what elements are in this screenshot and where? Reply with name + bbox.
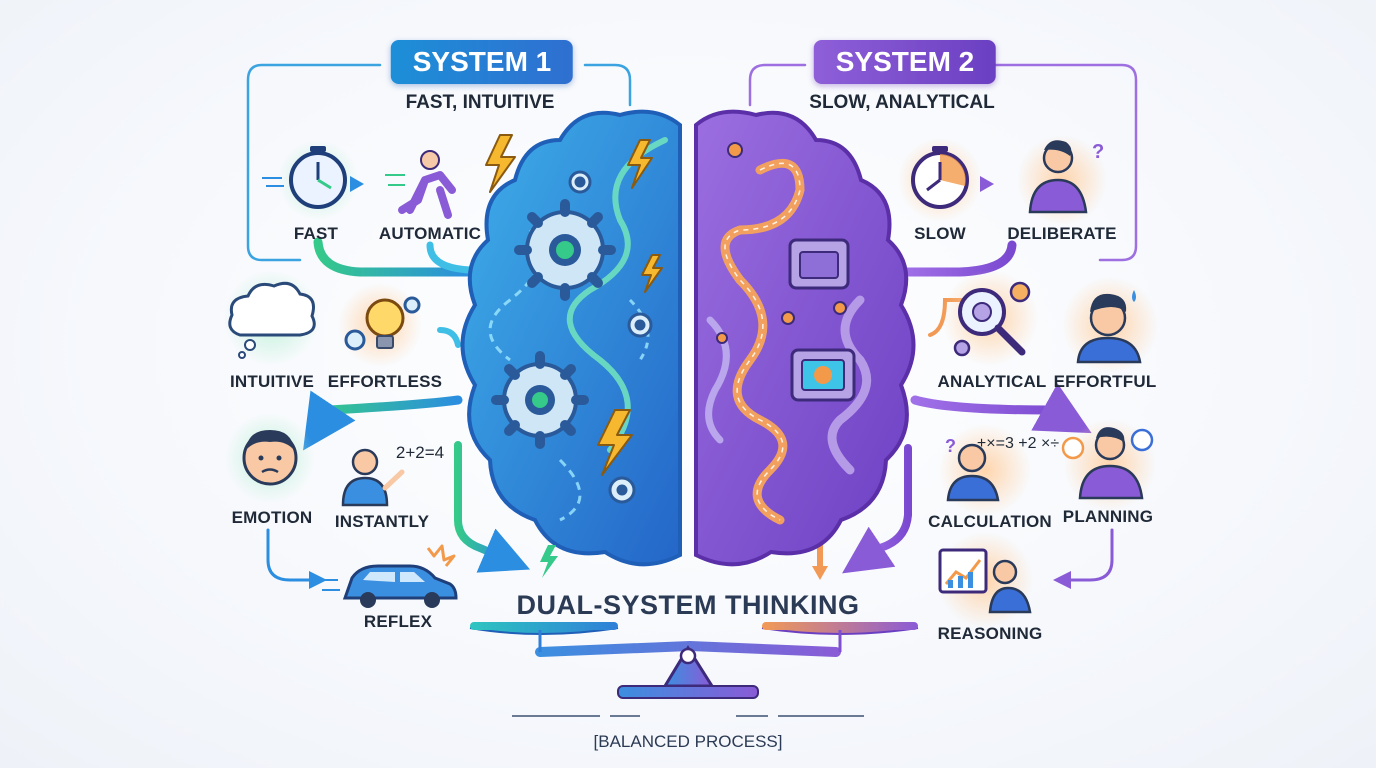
node-dot-icon <box>716 142 847 344</box>
lightbulb-gears-icon <box>338 283 422 367</box>
diagram-footer: [BALANCED PROCESS] <box>593 732 783 751</box>
trait-deliberate: DELIBERATE <box>1007 224 1117 243</box>
math-equation-text: 2+2=4 <box>396 443 444 462</box>
magnifier-gears-icon <box>942 270 1038 366</box>
svg-text:?: ? <box>1092 141 1104 163</box>
face-icon <box>225 413 315 503</box>
trait-effortless: EFFORTLESS <box>327 372 443 391</box>
trait-automatic: AUTOMATIC <box>378 224 482 243</box>
system1-flow-arrows <box>266 237 531 589</box>
person-calculating-icon: ? <box>939 424 1031 516</box>
calculation-symbols-text: +×=3 +2 ×÷ <box>977 435 1059 452</box>
machine-box-icon <box>788 238 856 402</box>
large-gear-icon <box>514 199 616 301</box>
small-gear-icon <box>568 170 653 504</box>
system1-frame-lines <box>246 63 632 262</box>
trait-fast: FAST <box>293 224 339 243</box>
green-bolt-icon <box>540 545 558 578</box>
trait-intuitive: INTUITIVE <box>230 372 314 391</box>
system2-flow-arrows <box>812 240 1114 589</box>
diagram-title: DUAL-SYSTEM THINKING <box>516 590 860 620</box>
trait-planning: PLANNING <box>1062 507 1154 526</box>
system1-badge: SYSTEM 1 <box>390 40 574 84</box>
large-gear-icon <box>491 351 589 449</box>
trait-calculation: CALCULATION <box>928 512 1052 531</box>
svg-text:?: ? <box>945 436 956 456</box>
trait-analytical: ANALYTICAL <box>937 372 1047 391</box>
stopwatch-slow-icon <box>898 138 994 222</box>
trait-effortful: EFFORTFUL <box>1053 372 1157 391</box>
trait-slow: SLOW <box>914 224 966 243</box>
trait-emotion: EMOTION <box>231 508 313 527</box>
trait-reflex: REFLEX <box>363 612 433 631</box>
system1-subtitle: FAST, INTUITIVE <box>405 92 555 113</box>
system2-badge: SYSTEM 2 <box>813 40 997 84</box>
running-person-icon <box>385 150 456 219</box>
thought-cloud-icon <box>224 270 320 366</box>
reasoning-chart-icon <box>937 532 1033 628</box>
tired-person-icon <box>1062 277 1158 373</box>
balance-scale <box>469 622 919 717</box>
system2-subtitle: SLOW, ANALYTICAL <box>809 92 995 113</box>
system2-frame-lines <box>748 63 1138 262</box>
trait-instantly: INSTANTLY <box>334 512 430 531</box>
person-math-icon <box>341 448 405 507</box>
trait-reasoning: REASONING <box>937 624 1043 643</box>
lightning-bolt-icon <box>485 134 663 476</box>
thinking-person-icon: ? <box>1017 135 1107 225</box>
planning-person-icon <box>1061 419 1156 511</box>
car-brake-icon <box>318 544 458 608</box>
stopwatch-fast-icon <box>262 140 364 220</box>
left-brain-hemisphere <box>460 109 682 567</box>
right-brain-hemisphere <box>694 109 916 567</box>
